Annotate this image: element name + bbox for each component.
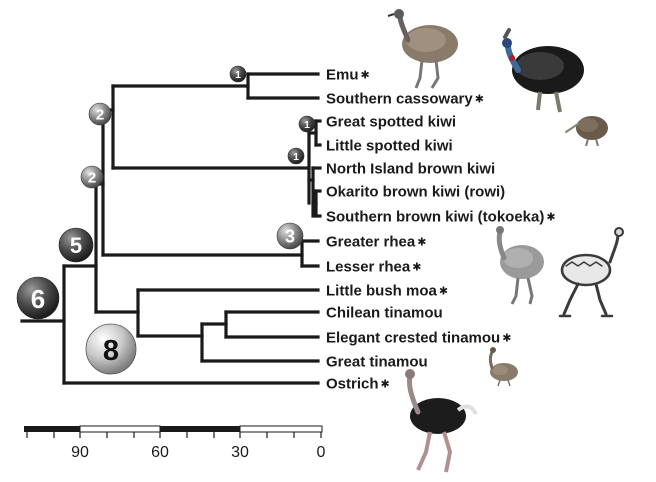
node-marker-label: 2 [96, 107, 104, 124]
taxon-label: Southern brown kiwi (tokoeka)✱ [326, 209, 556, 226]
taxon-label: Little bush moa✱ [326, 283, 448, 300]
taxon-name: Great spotted kiwi [326, 114, 456, 131]
asterisk-marker: ✱ [412, 262, 421, 274]
node-marker-label: 1 [235, 69, 241, 81]
cassowary-icon [502, 28, 584, 113]
taxon-label: North Island brown kiwi [326, 161, 495, 178]
taxon-label: Lesser rhea✱ [326, 259, 421, 276]
scale-ticks [26, 432, 322, 438]
asterisk-marker: ✱ [502, 333, 511, 345]
taxon-label: Elegant crested tinamou✱ [326, 330, 511, 347]
taxon-name: Okarito brown kiwi (rowi) [326, 184, 505, 201]
node-marker-label: 3 [285, 227, 295, 247]
taxon-label: Great spotted kiwi [326, 114, 456, 131]
node-marker-kiwi: 1 [287, 147, 305, 165]
node-marker-spotted-kiwi: 1 [298, 115, 316, 133]
taxon-name: Greater rhea [326, 234, 416, 251]
ostrich-icon [405, 369, 478, 473]
taxon-labels: Emu✱Southern cassowary✱Great spotted kiw… [326, 67, 556, 393]
node-marker-6: 6 [16, 276, 60, 320]
asterisk-marker: ✱ [361, 70, 370, 82]
asterisk-marker: ✱ [475, 94, 484, 106]
taxon-name: Great tinamou [326, 354, 428, 371]
scale-tick-label: 60 [151, 444, 169, 461]
taxon-label: Greater rhea✱ [326, 234, 426, 251]
scale-segment-light-1 [79, 425, 161, 433]
kiwi-icon [565, 116, 608, 147]
asterisk-marker: ✱ [439, 286, 448, 298]
taxon-label: Chilean tinamou [326, 305, 443, 322]
taxon-label: Ostrich✱ [326, 376, 390, 393]
taxon-name: North Island brown kiwi [326, 161, 495, 178]
node-marker-label: 1 [304, 119, 310, 131]
scale-segment-dark-1 [24, 426, 80, 432]
taxon-label: Southern cassowary✱ [326, 91, 484, 108]
node-marker-label: 1 [293, 151, 299, 163]
node-markers: 1 1 1 2 2 3 5 6 [16, 65, 316, 375]
node-marker-label: 8 [103, 335, 119, 367]
asterisk-marker: ✱ [381, 379, 390, 391]
taxon-label: Little spotted kiwi [326, 138, 453, 155]
tinamou-icon [489, 347, 518, 387]
asterisk-marker: ✱ [417, 237, 426, 249]
taxon-name: Emu [326, 67, 359, 84]
scale-segment-dark-2 [160, 426, 240, 432]
rhea-icon [496, 226, 544, 305]
taxon-label: Okarito brown kiwi (rowi) [326, 184, 505, 201]
scale-tick-label: 90 [71, 444, 89, 461]
tree-branches [20, 72, 322, 385]
node-marker-emu-cassowary: 1 [229, 65, 247, 83]
node-marker-label: 6 [31, 284, 45, 314]
taxon-name: Chilean tinamou [326, 305, 443, 322]
scale-tick-label: 0 [317, 444, 326, 461]
taxon-name: Southern brown kiwi (tokoeka) [326, 209, 544, 226]
node-marker-label: 2 [88, 170, 96, 187]
taxon-name: Little spotted kiwi [326, 138, 453, 155]
node-marker-rheas: 3 [276, 222, 304, 250]
node-marker-lower-2: 2 [80, 165, 104, 189]
taxon-label: Great tinamou [326, 354, 428, 371]
taxon-label: Emu✱ [326, 67, 370, 84]
scale-tick-label: 30 [231, 444, 249, 461]
taxon-name: Southern cassowary [326, 91, 473, 108]
node-marker-8: 8 [85, 323, 137, 375]
node-marker-label: 5 [70, 233, 82, 258]
node-marker-upper-2: 2 [88, 102, 112, 126]
taxon-name: Little bush moa [326, 283, 437, 300]
time-scale-bar: 90 60 30 0 [24, 425, 326, 461]
node-marker-5: 5 [58, 227, 94, 263]
taxon-name: Lesser rhea [326, 259, 411, 276]
taxon-name: Elegant crested tinamou [326, 330, 500, 347]
emu-icon [387, 9, 458, 89]
asterisk-marker: ✱ [546, 212, 555, 224]
scale-segment-light-2 [239, 425, 323, 433]
moa-skeleton-icon [558, 227, 624, 318]
taxon-name: Ostrich [326, 376, 379, 393]
